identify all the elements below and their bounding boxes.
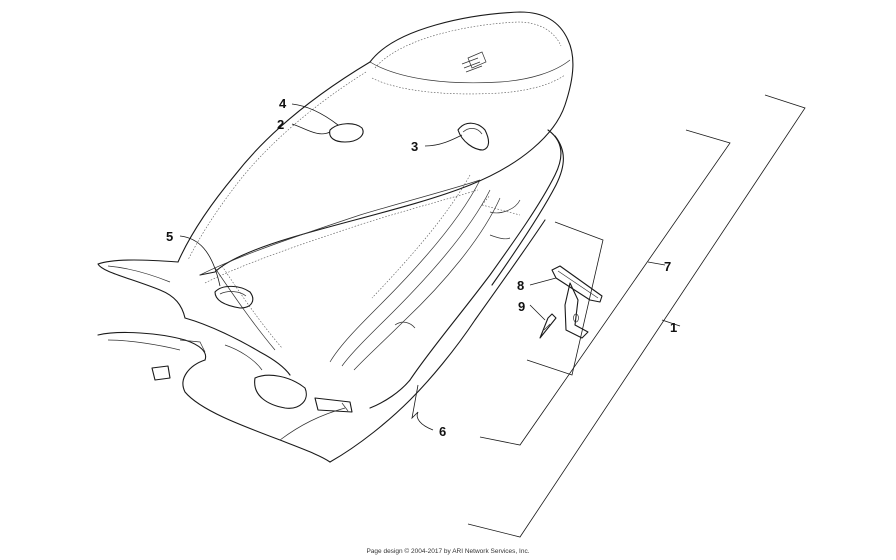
assembly-bracket-8-9: [526, 221, 604, 376]
seat-assembly: [97, 11, 574, 463]
callout-1: 1: [670, 320, 677, 335]
callout-4: 4: [279, 96, 287, 111]
leader-lines: [179, 103, 681, 431]
callout-9: 9: [518, 299, 525, 314]
screw-part-9: [539, 313, 557, 339]
callout-7: 7: [664, 259, 671, 274]
callout-8: 8: [517, 278, 524, 293]
callout-3: 3: [411, 139, 418, 154]
callout-labels: 1 2 3 4 5 6 7 8 9: [166, 96, 677, 439]
copyright-footer: Page design © 2004-2017 by ARI Network S…: [366, 548, 530, 555]
assembly-bracket-1: [467, 94, 806, 538]
callout-2: 2: [277, 117, 284, 132]
callout-5: 5: [166, 229, 173, 244]
patch-part-4: [329, 123, 364, 143]
callout-6: 6: [439, 424, 446, 439]
assembly-bracket-7: [479, 129, 731, 446]
patch-part-5: [214, 285, 254, 309]
seat-logo: [461, 51, 487, 73]
patch-part-3: [457, 122, 490, 151]
